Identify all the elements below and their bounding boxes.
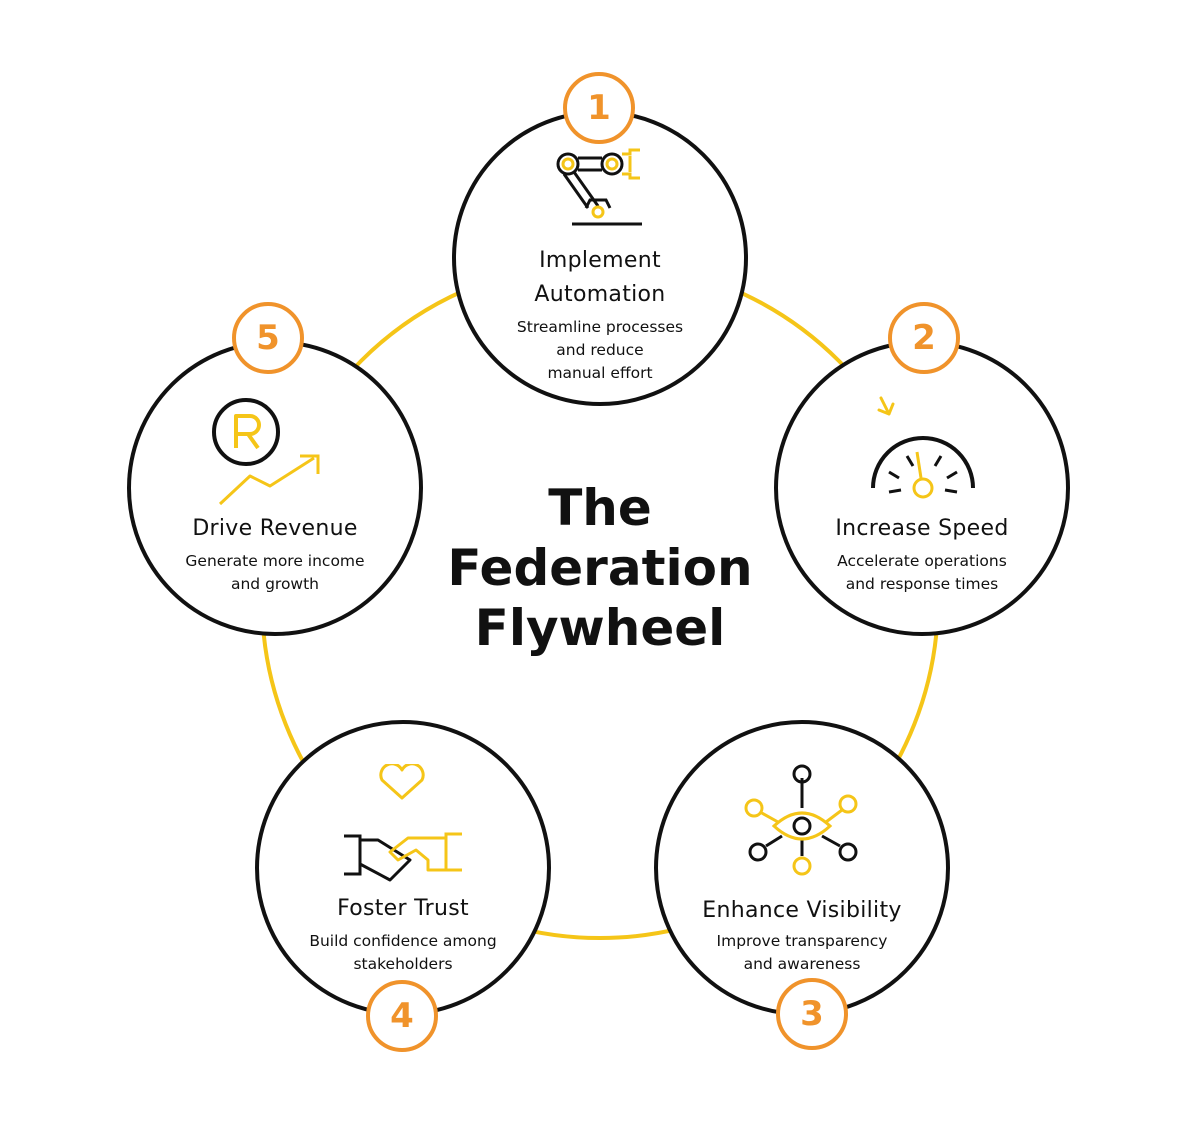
step-node-visibility: Enhance Visibility Improve transparency … (654, 720, 950, 1016)
step-number-badge: 2 (888, 302, 960, 374)
revenue-growth-icon (212, 398, 320, 506)
step-description-line: and awareness (743, 955, 861, 973)
step-title-line: Foster Trust (337, 896, 469, 921)
step-node-revenue: Drive Revenue Generate more income and g… (127, 340, 423, 636)
step-description: Build confidence among stakeholders (287, 930, 519, 976)
step-title-line: Enhance Visibility (702, 898, 902, 923)
step-node-trust: Foster Trust Build confidence among stak… (255, 720, 551, 1016)
step-number-badge: 5 (232, 302, 304, 374)
step-description: Streamline processes and reduce manual e… (484, 316, 716, 385)
step-description-line: and response times (845, 575, 999, 593)
eye-network-icon (744, 764, 858, 876)
step-title: Drive Revenue (145, 512, 405, 546)
diagram-title: The Federation Flywheel (400, 478, 800, 658)
step-node-automation: Implement Automation Streamline processe… (452, 110, 748, 406)
step-description-line: Generate more income (185, 552, 365, 570)
step-title: Implement Automation (470, 244, 730, 312)
step-title: Increase Speed (792, 512, 1052, 546)
step-title-line: Drive Revenue (192, 516, 358, 541)
step-description-line: Improve transparency (716, 932, 888, 950)
handshake-heart-icon (344, 764, 462, 882)
step-description-line: stakeholders (353, 955, 453, 973)
step-number-badge: 3 (776, 978, 848, 1050)
robot-arm-icon (556, 148, 642, 226)
step-title-line: Implement (539, 248, 661, 273)
step-title: Foster Trust (273, 892, 533, 926)
diagram-title-line: Flywheel (474, 599, 726, 657)
step-description-line: and growth (230, 575, 320, 593)
step-description-line: Accelerate operations (837, 552, 1007, 570)
step-description-line: Streamline processes (516, 318, 684, 336)
step-title-line: Increase Speed (835, 516, 1009, 541)
step-title: Enhance Visibility (672, 894, 932, 928)
step-title-line: Automation (534, 282, 666, 307)
speedometer-icon (871, 396, 975, 499)
step-description-line: and reduce (556, 341, 644, 359)
step-node-speed: Increase Speed Accelerate operations and… (774, 340, 1070, 636)
step-description: Generate more income and growth (159, 550, 391, 596)
step-description-line: Build confidence among (309, 932, 497, 950)
step-description-line: manual effort (547, 364, 653, 382)
step-description: Improve transparency and awareness (686, 930, 918, 976)
diagram-title-line: Federation (447, 539, 753, 597)
diagram-title-line: The (548, 479, 652, 537)
step-description: Accelerate operations and response times (806, 550, 1038, 596)
step-number-badge: 4 (366, 980, 438, 1052)
step-number-badge: 1 (563, 72, 635, 144)
